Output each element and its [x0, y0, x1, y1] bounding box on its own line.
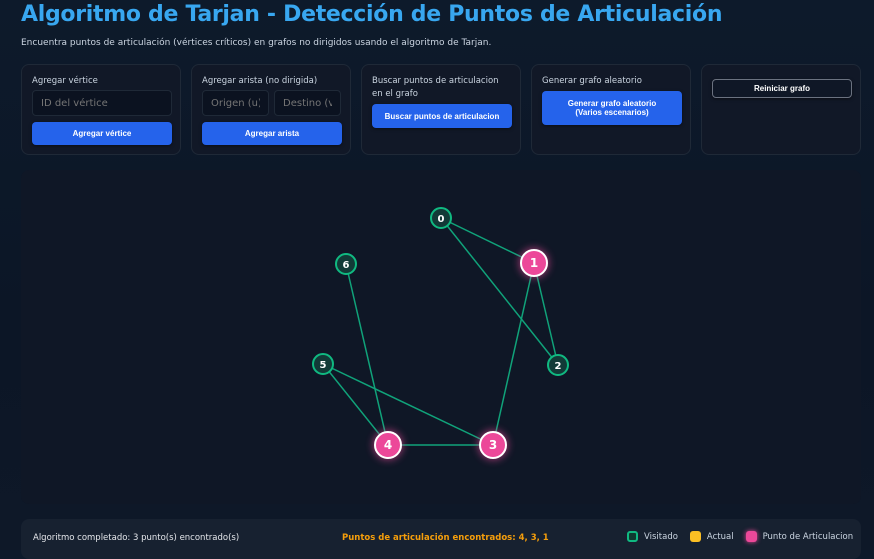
status-bar: Algoritmo completado: 3 punto(s) encontr…	[21, 519, 861, 559]
node-label-1: 1	[530, 256, 538, 270]
add-vertex-card: Agregar vértice Agregar vértice	[21, 64, 181, 155]
node-0[interactable]	[430, 207, 452, 229]
node-label-3: 3	[489, 438, 497, 452]
status-message: Algoritmo completado: 3 punto(s) encontr…	[33, 533, 240, 543]
node-5[interactable]	[312, 353, 334, 375]
add-edge-label: Agregar arista (no dirigida)	[202, 76, 318, 86]
legend-visited-label: Visitado	[644, 531, 678, 542]
page-subtitle: Encuentra puntos de articulación (vértic…	[21, 38, 492, 48]
legend-current-label: Actual	[706, 531, 734, 542]
random-graph-button-line2: (Varios escenarios)	[575, 108, 649, 117]
node-label-6: 6	[343, 260, 350, 271]
edge-0-1	[440, 217, 535, 264]
node-3[interactable]	[479, 431, 507, 459]
vertex-id-input[interactable]	[32, 90, 172, 116]
articulation-result: Puntos de articulación encontrados: 4, 3…	[342, 533, 549, 543]
legend-current-swatch	[689, 531, 701, 542]
node-1[interactable]	[520, 249, 548, 277]
random-graph-card: Generar grafo aleatorio Generar grafo al…	[531, 64, 691, 155]
add-edge-button[interactable]: Agregar arista	[202, 122, 342, 145]
random-graph-button-line1: Generar grafo aleatorio	[567, 99, 657, 108]
edge-3-5	[322, 363, 494, 446]
legend-visited-swatch	[627, 531, 638, 542]
node-2[interactable]	[547, 354, 569, 376]
page-title: Algoritmo de Tarjan - Detección de Punto…	[21, 2, 723, 27]
node-label-0: 0	[438, 214, 445, 225]
edge-0-2	[440, 217, 559, 366]
node-6[interactable]	[335, 253, 357, 275]
edge-1-3	[492, 262, 535, 446]
find-card: Buscar puntos de articulacion en el graf…	[361, 64, 521, 155]
random-graph-button[interactable]: Generar grafo aleatorio (Varios escenari…	[542, 91, 682, 125]
node-label-4: 4	[384, 438, 392, 452]
graph-svg: 0 1 2 3 4 5 6	[312, 207, 569, 460]
reset-graph-button[interactable]: Reiniciar grafo	[712, 79, 852, 98]
edge-4-5	[322, 363, 389, 446]
find-articulation-button[interactable]: Buscar puntos de articulacion	[372, 104, 512, 128]
node-label-5: 5	[320, 360, 327, 371]
node-4[interactable]	[374, 431, 402, 459]
legend-articulation-label: Punto de Articulacion	[762, 531, 854, 542]
edge-origin-input[interactable]	[202, 90, 269, 116]
node-label-2: 2	[555, 361, 562, 372]
legend-articulation-swatch	[745, 531, 757, 542]
edge-1-2	[533, 262, 559, 366]
graph-canvas[interactable]: 0 1 2 3 4 5 6	[21, 170, 861, 504]
legend: Visitado Actual Punto de Articulacion	[627, 531, 853, 542]
edge-4-6	[345, 263, 389, 446]
add-vertex-label: Agregar vértice	[32, 76, 98, 86]
edge-destination-input[interactable]	[274, 90, 341, 116]
find-label: Buscar puntos de articulacion en el graf…	[372, 76, 499, 99]
add-edge-card: Agregar arista (no dirigida) Agregar ari…	[191, 64, 351, 155]
add-vertex-button[interactable]: Agregar vértice	[32, 122, 172, 145]
random-graph-label: Generar grafo aleatorio	[542, 76, 642, 86]
reset-card: Reiniciar grafo	[701, 64, 861, 155]
